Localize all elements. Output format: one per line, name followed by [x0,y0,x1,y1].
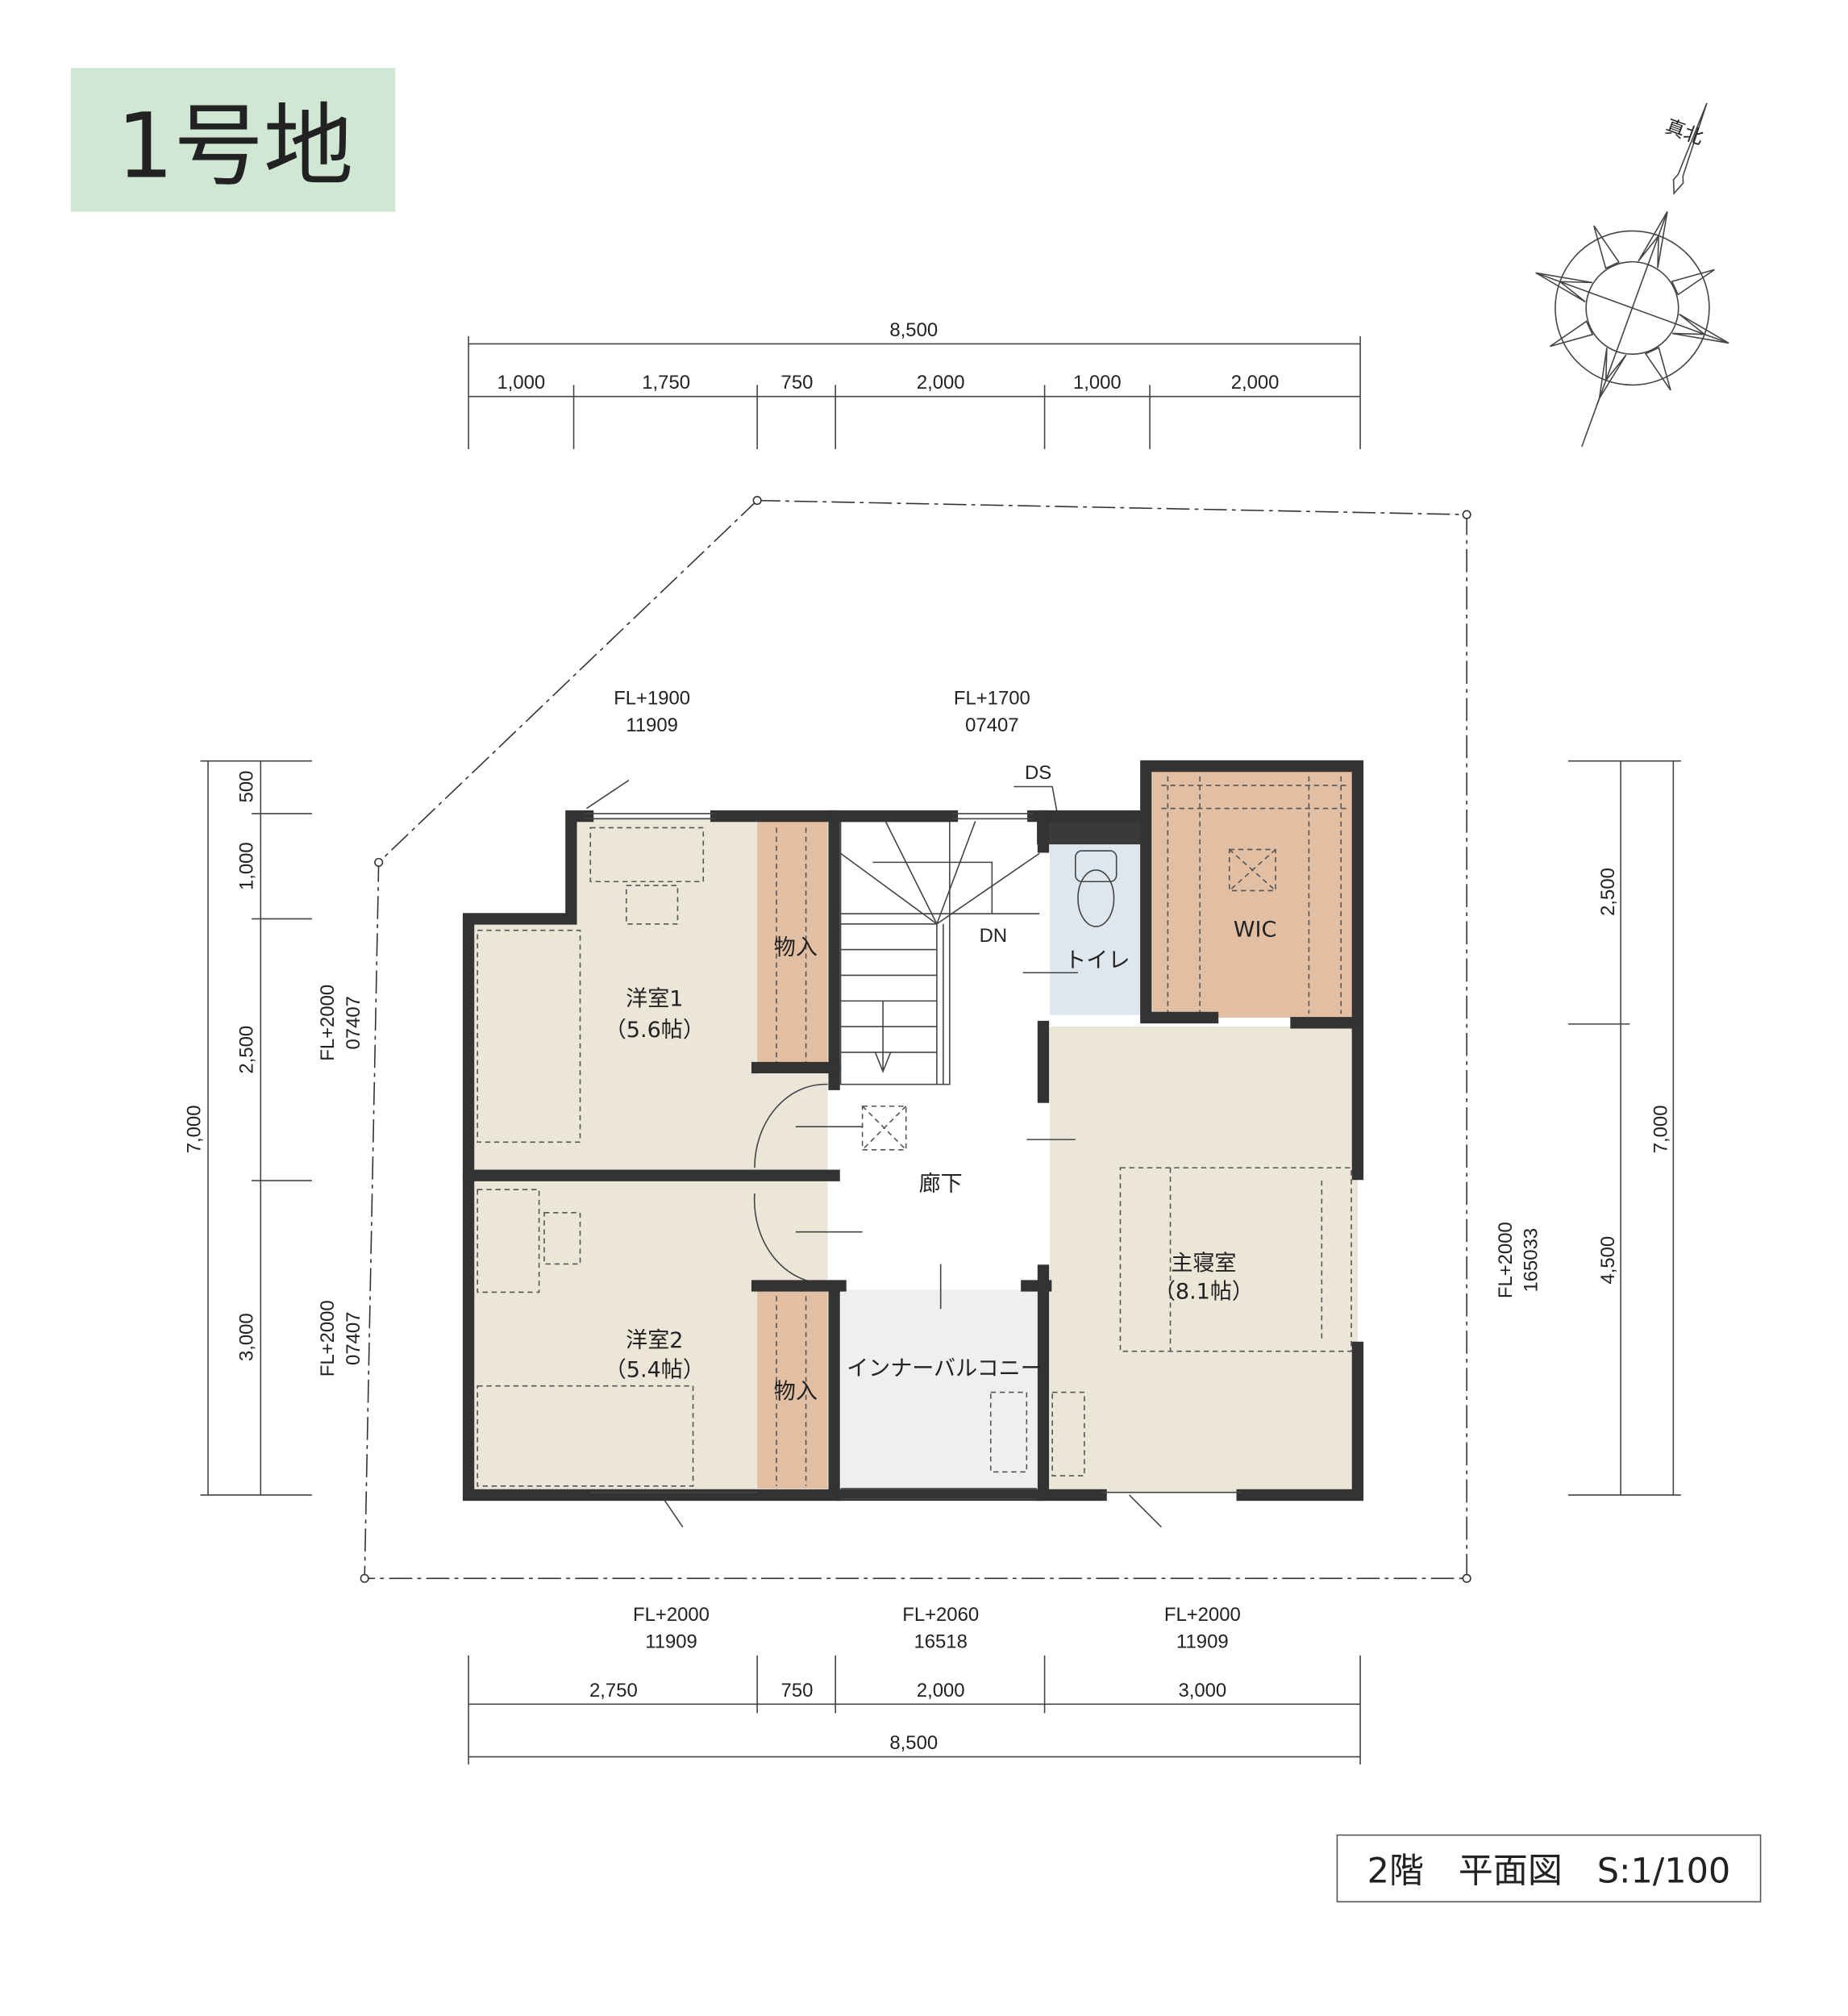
dim-bottom-3: 3,000 [1178,1680,1226,1702]
balcony-area [840,1289,1038,1489]
storage1-area [757,821,828,1068]
boundary-markers [360,496,1471,1583]
level-bottom-left-code: 11909 [645,1631,697,1652]
level-left-upper-fl: FL+2000 [317,985,339,1061]
western1-name: 洋室1 [626,987,683,1012]
western1-size: （5.6帖） [605,1018,705,1043]
storage2-label: 物入 [774,1380,818,1405]
level-left-lower-code: 07407 [343,1312,364,1365]
lot-title: 1号地 [117,95,354,199]
dim-right-0: 2,500 [1597,868,1619,916]
left-dimensions: 7,000 500 1,000 2,500 3,000 [183,760,312,1496]
western2-size: （5.4帖） [605,1358,705,1383]
dim-bottom-0: 2,750 [589,1680,638,1702]
level-top-right-fl: FL+1700 [954,688,1030,710]
dim-bottom-1: 750 [781,1680,814,1702]
dim-top-2: 750 [781,372,814,394]
dim-top-5: 2,000 [1231,372,1280,394]
level-bottom-mid-code: 16518 [914,1631,968,1652]
ds-label: DS [1025,762,1051,784]
windows [584,813,1242,1500]
dim-top-1: 1,750 [642,372,690,394]
dim-left-1: 1,000 [236,842,258,890]
dim-top-total: 8,500 [889,319,938,341]
dim-right-1: 4,500 [1597,1236,1619,1285]
north-compass-icon [1535,102,1729,448]
level-bottom-right-code: 11909 [1176,1631,1229,1652]
level-top-left-code: 11909 [626,714,678,736]
shelf-hatching [776,776,1348,1486]
dim-right-total: 7,000 [1650,1106,1671,1154]
site-boundary [364,499,1467,1580]
toilet-icon [1074,850,1118,927]
dim-left-total: 7,000 [183,1106,205,1154]
wic-area [1152,766,1358,1018]
master-bedroom-area [1049,1027,1358,1493]
balcony-label: インナーバルコニー [847,1356,1043,1381]
scale-label: 2階 平面図 S:1/100 [1367,1851,1731,1892]
toilet-area [1049,844,1143,1015]
level-right-fl: FL+2000 [1495,1222,1517,1298]
title-badge [70,68,396,212]
dim-top-0: 1,000 [497,372,545,394]
walls [462,760,1364,1502]
level-left-lower-fl: FL+2000 [317,1300,339,1377]
storage2-area [757,1289,828,1489]
staircase [839,820,1040,1085]
scale-box [1336,1834,1762,1903]
furniture [477,827,1352,1487]
stairs-down-label: DN [980,925,1007,947]
room-western2 [468,1181,758,1493]
doors [586,779,1162,1528]
level-bottom-left-fl: FL+2000 [633,1604,710,1626]
dim-bottom-total: 8,500 [889,1732,938,1754]
level-left-upper-code: 07407 [343,996,364,1049]
western2-name: 洋室2 [626,1328,683,1353]
hall-label: 廊下 [919,1172,963,1197]
dim-bottom-2: 2,000 [917,1680,965,1702]
level-bottom-right-fl: FL+2000 [1164,1604,1241,1626]
dim-left-3: 3,000 [236,1313,258,1361]
master-size: （8.1帖） [1154,1279,1254,1304]
dim-top-3: 2,000 [917,372,965,394]
dim-left-2: 2,500 [236,1026,258,1074]
level-right-code: 165033 [1521,1228,1542,1293]
room-western1 [468,817,828,1175]
level-top-right-code: 07407 [965,714,1018,736]
storage1-label: 物入 [774,935,818,960]
top-dimensions: 8,500 1,000 1,750 750 2,000 1,000 2,000 [468,319,1361,449]
dim-left-0: 500 [236,771,258,803]
level-bottom-mid-fl: FL+2060 [902,1604,979,1626]
dim-top-4: 1,000 [1073,372,1122,394]
right-dimensions: 2,500 4,500 7,000 [1567,760,1681,1496]
wic-label: WIC [1234,918,1277,943]
toilet-label: トイレ [1064,948,1130,973]
level-top-left-fl: FL+1900 [614,688,690,710]
bottom-dimensions: 2,750 750 2,000 3,000 8,500 [468,1655,1361,1765]
master-name: 主寝室 [1171,1251,1236,1276]
